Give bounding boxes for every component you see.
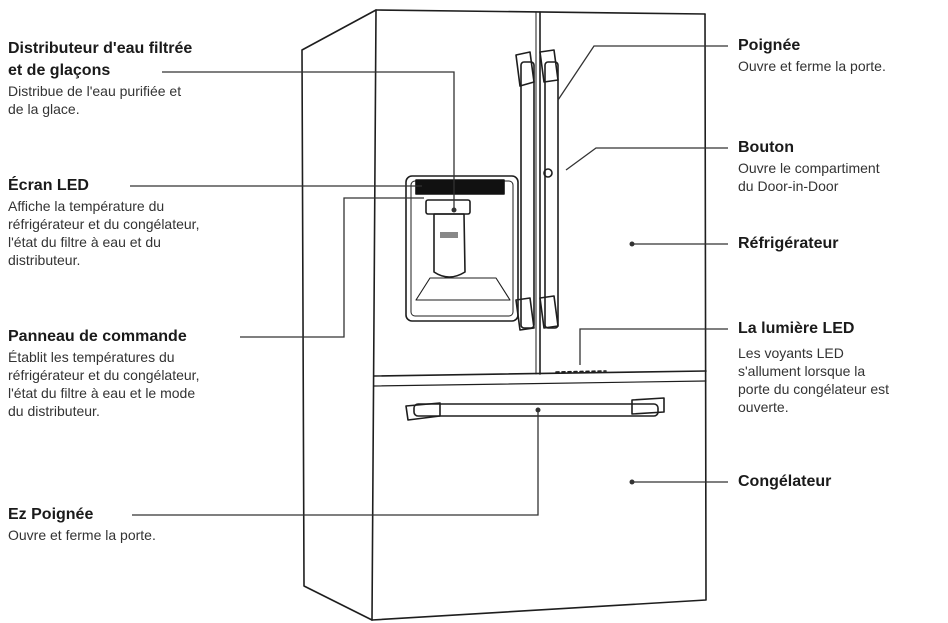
led-screen-desc-line4: distributeur. <box>8 252 81 268</box>
leader-ez-handle <box>132 410 539 516</box>
callout-freezer: Congélateur <box>738 471 943 493</box>
button-desc-line2: du Door-in-Door <box>738 178 839 194</box>
cabinet-left-side <box>301 9 377 621</box>
control-panel-desc-line2: réfrigérateur et du congélateur, <box>8 367 200 383</box>
led-light-desc-line4: ouverte. <box>738 399 789 415</box>
led-screen-desc-line3: l'état du filtre à eau et du <box>8 234 161 250</box>
led-light-desc-line1: Les voyants LED <box>738 345 844 361</box>
control-panel-title: Panneau de commande <box>8 328 187 345</box>
led-light-desc-line2: s'allument lorsque la <box>738 363 866 379</box>
right-door-handle <box>544 61 559 329</box>
fridge-freezer-split <box>373 370 707 377</box>
dispenser-title-line1: Distributeur d'eau filtrée <box>8 40 193 57</box>
ez-handle-desc: Ouvre et ferme la porte. <box>8 527 156 543</box>
callout-ez-handle: Ez Poignée Ouvre et ferme la porte. <box>8 504 288 544</box>
callout-button: Bouton Ouvre le compartiment du Door-in-… <box>738 137 943 195</box>
dispenser-panel <box>405 175 519 322</box>
refrigerator-title: Réfrigérateur <box>738 235 839 252</box>
dispenser-desc-line1: Distribue de l'eau purifiée et <box>8 83 182 99</box>
led-screen-title: Écran LED <box>8 177 89 194</box>
button-desc-line1: Ouvre le compartiment <box>738 160 880 176</box>
leader-led-light <box>579 328 728 365</box>
freezer-handle <box>413 403 659 417</box>
led-screen-desc-line2: réfrigérateur et du congélateur, <box>8 216 200 232</box>
control-panel-desc-line1: Établit les températures du <box>8 349 175 365</box>
callout-dispenser: Distributeur d'eau filtrée et de glaçons… <box>8 38 288 118</box>
dispenser-paddle <box>433 213 466 278</box>
callout-led-light: La lumière LED Les voyants LED s'allumen… <box>738 318 943 416</box>
leader-handle <box>557 45 728 101</box>
handle-desc: Ouvre et ferme la porte. <box>738 58 886 74</box>
led-screen-desc-line1: Affiche la température du <box>8 198 165 214</box>
callout-control-panel: Panneau de commande Établit les températ… <box>8 326 288 420</box>
door-in-door-button <box>543 168 553 178</box>
leader-control-panel <box>240 197 424 338</box>
ez-handle-title: Ez Poignée <box>8 506 94 523</box>
dispenser-title-line2: et de glaçons <box>8 62 111 79</box>
callout-refrigerator: Réfrigérateur <box>738 233 943 255</box>
button-title: Bouton <box>738 139 794 156</box>
dispenser-desc-line2: de la glace. <box>8 101 80 117</box>
cabinet-front-left-edge <box>371 9 377 621</box>
led-light-strip <box>555 370 607 373</box>
handle-title: Poignée <box>738 37 801 54</box>
led-light-desc-line3: porte du congélateur est <box>738 381 889 397</box>
control-panel-desc-line3: l'état du filtre à eau et le mode <box>8 385 196 401</box>
left-door-handle <box>520 61 535 329</box>
freezer-title: Congélateur <box>738 473 832 490</box>
leader-dispenser <box>162 71 455 210</box>
control-panel-desc-line4: du distributeur. <box>8 403 100 419</box>
cabinet-right-edge <box>371 13 707 621</box>
leader-button <box>565 147 728 171</box>
led-display <box>415 179 505 195</box>
callout-handle: Poignée Ouvre et ferme la porte. <box>738 35 943 75</box>
led-light-title: La lumière LED <box>738 320 855 337</box>
callout-led-screen: Écran LED Affiche la température du réfr… <box>8 175 288 269</box>
